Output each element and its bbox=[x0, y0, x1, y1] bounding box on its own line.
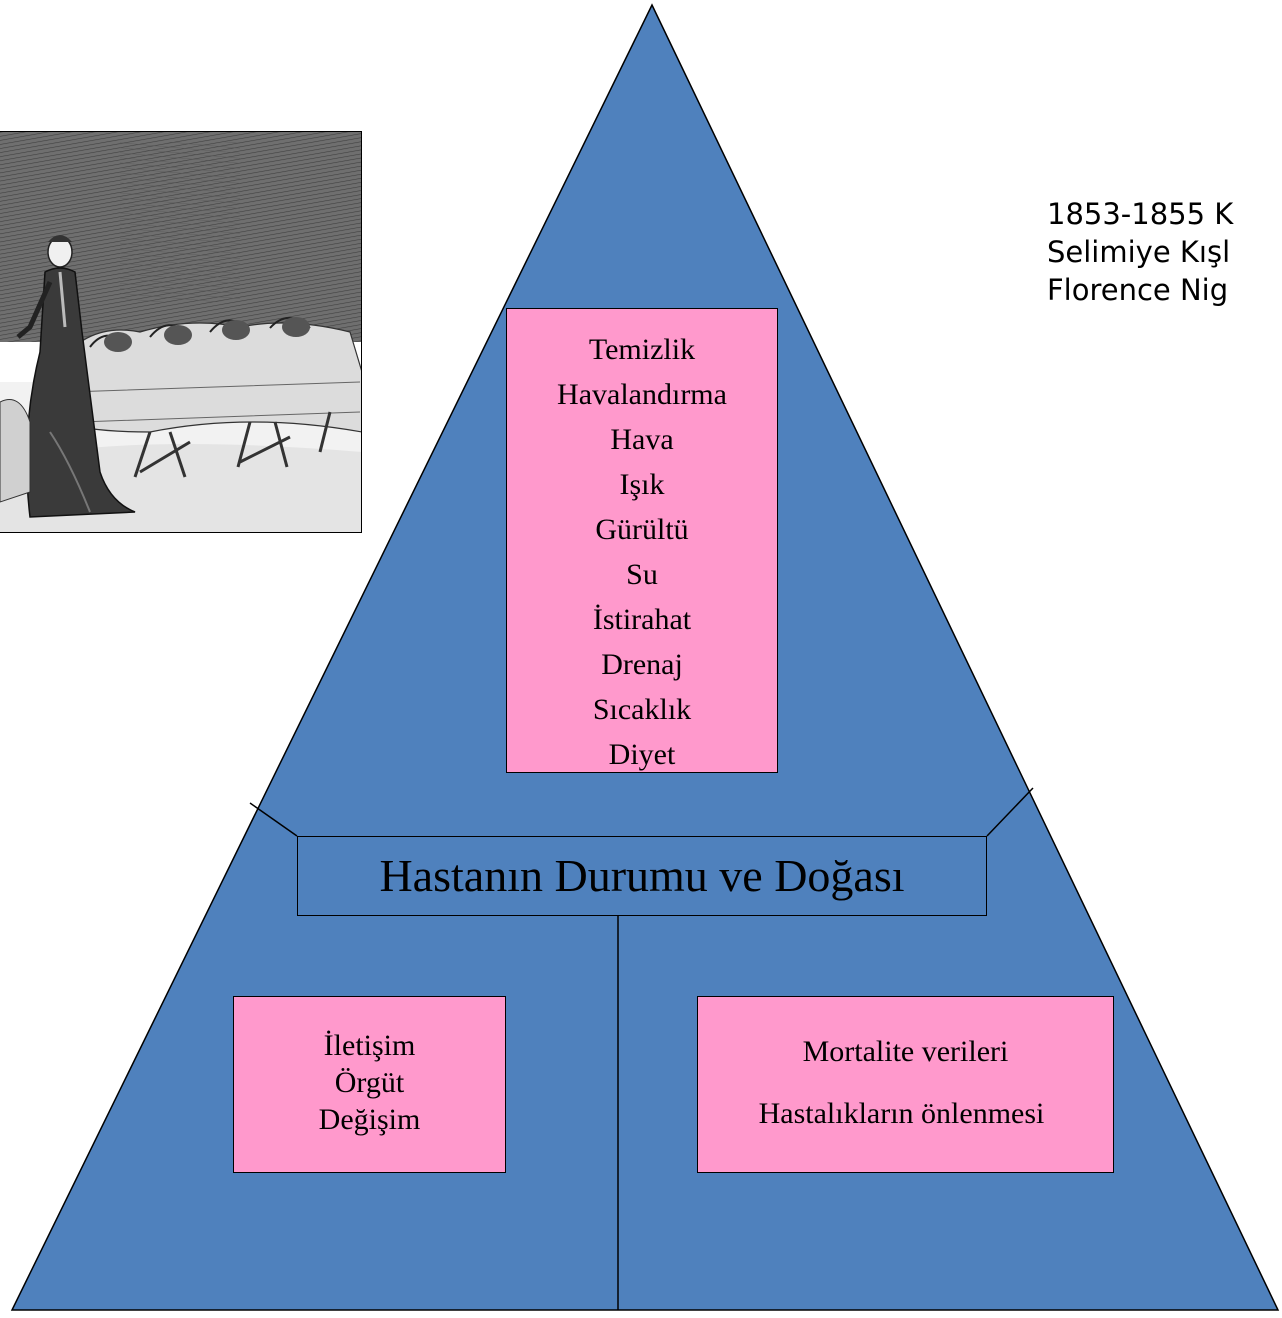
management-item: Örgüt bbox=[334, 1066, 405, 1099]
factor-item: İstirahat bbox=[592, 603, 692, 636]
caption-line: Florence Nig bbox=[1047, 273, 1229, 307]
left-connector-line bbox=[249, 802, 298, 837]
factor-item: Havalandırma bbox=[557, 378, 727, 411]
history-caption: 1853-1855 K Selimiye Kışl Florence Nig bbox=[1047, 195, 1233, 309]
historical-engraving-image bbox=[0, 131, 362, 533]
factor-item: Işık bbox=[619, 468, 665, 501]
factor-item: Hava bbox=[610, 423, 674, 456]
factor-item: Su bbox=[626, 558, 658, 591]
caption-line: 1853-1855 K bbox=[1047, 197, 1234, 231]
management-item: İletişim bbox=[323, 1029, 416, 1062]
factor-item: Diyet bbox=[608, 738, 676, 771]
statistics-box: Mortalite verileri Hastalıkların önlenme… bbox=[697, 996, 1114, 1173]
environment-factors-box: Temizlik Havalandırma Hava Işık Gürültü … bbox=[506, 308, 778, 773]
management-box: İletişim Örgüt Değişim bbox=[233, 996, 506, 1173]
engraving-nurse-with-patients-icon bbox=[0, 132, 361, 532]
patient-condition-label: Hastanın Durumu ve Doğası bbox=[297, 836, 987, 916]
statistics-item: Mortalite verileri bbox=[802, 1035, 1009, 1068]
right-connector-line bbox=[986, 787, 1034, 837]
factor-item: Temizlik bbox=[588, 333, 696, 366]
factor-item: Sıcaklık bbox=[592, 693, 692, 726]
statistics-item: Hastalıkların önlenmesi bbox=[758, 1097, 1045, 1130]
factor-item: Drenaj bbox=[601, 648, 683, 681]
management-item: Değişim bbox=[318, 1103, 421, 1136]
factor-item: Gürültü bbox=[595, 513, 689, 546]
caption-line: Selimiye Kışl bbox=[1047, 235, 1231, 269]
